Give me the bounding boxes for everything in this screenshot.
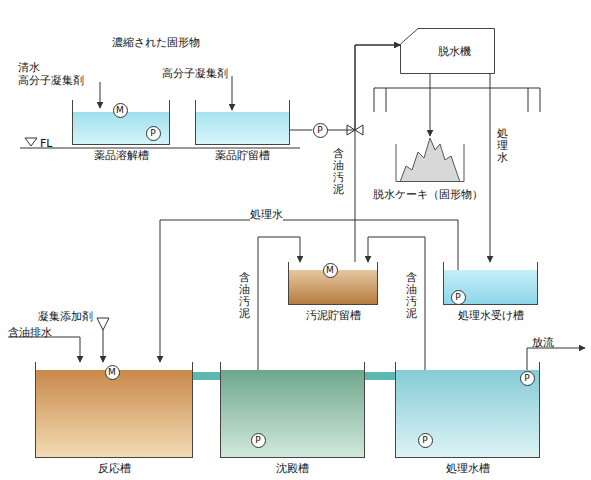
flow-line	[355, 45, 400, 262]
tank-name: 薬品溶解槽	[72, 148, 170, 163]
note-text: 凝集添加剤	[38, 310, 93, 323]
tank-name: 反応槽	[35, 461, 193, 476]
flow-text: 含油汚泥	[333, 148, 344, 196]
floor-line	[20, 148, 300, 149]
cake-name: 脱水ケーキ（固形物）	[372, 187, 484, 202]
flow-label: 含油汚泥	[406, 272, 417, 320]
equipment-letter: P	[252, 434, 265, 447]
machine-name: 脱水機	[438, 44, 471, 59]
tank: 薬品溶解槽 M P	[72, 100, 170, 163]
tank-wall	[195, 100, 290, 145]
tank: 薬品貯留槽	[195, 100, 290, 163]
equipment-circle: P	[520, 371, 535, 386]
flow-line	[490, 74, 491, 262]
input-arrow	[8, 337, 80, 362]
overflow-pipe	[365, 372, 395, 380]
tank: 反応槽 M	[35, 362, 193, 476]
cake-pile	[372, 136, 484, 182]
dewater-frame	[528, 88, 529, 112]
level-mark	[25, 138, 37, 146]
equipment-letter: P	[419, 434, 432, 447]
equipment-circle: P	[418, 433, 433, 448]
equipment-circle: M	[323, 263, 338, 278]
equipment-circle: M	[113, 103, 128, 118]
flow-line	[430, 74, 431, 136]
tank: 処理水受け槽 P	[443, 262, 538, 323]
tank-name: 処理水受け槽	[443, 308, 538, 323]
tank: 処理水槽 P P	[395, 362, 540, 476]
note-label: 凝集添加剤	[38, 305, 93, 324]
equipment-letter: P	[452, 291, 465, 304]
flow-label: 処理水	[497, 128, 508, 164]
flow-line	[160, 220, 458, 362]
equipment-letter: P	[314, 124, 327, 137]
tank-name: 汚泥貯留槽	[288, 308, 378, 323]
tank: 沈殿槽 P	[220, 362, 365, 476]
note-text: 含油排水	[8, 326, 52, 339]
equipment-letter: P	[521, 372, 534, 385]
equipment-circle: P	[313, 123, 328, 138]
note-text: 濃縮された固形物	[112, 36, 200, 49]
flow-line	[328, 45, 401, 130]
dewatered-cake: 脱水ケーキ（固形物）	[372, 136, 484, 202]
dewater-frame	[374, 88, 540, 112]
valve-symbol	[355, 125, 363, 135]
equipment-circle: M	[105, 365, 120, 380]
flow-label: 含油汚泥	[239, 272, 250, 320]
input-arrow	[100, 82, 101, 108]
equipment-circle: P	[451, 290, 466, 305]
tank: 汚泥貯留槽 M	[288, 262, 378, 323]
cake-bin	[396, 144, 464, 182]
equipment-letter: P	[147, 127, 160, 140]
flow-text: 含油汚泥	[406, 272, 417, 320]
dewater-frame	[386, 88, 387, 112]
tank-name: 沈殿槽	[220, 461, 365, 476]
flow-text: 処理水	[497, 128, 508, 164]
cake-pile	[400, 138, 460, 182]
equipment-letter: M	[324, 264, 337, 277]
note-label: FL	[40, 132, 52, 151]
note-label: 高分子凝集剤	[162, 62, 228, 81]
note-label: 清水	[18, 56, 40, 75]
flow-text: 処理水	[250, 208, 283, 221]
machine-outline	[401, 29, 495, 74]
tank-name: 薬品貯留槽	[195, 148, 290, 163]
tank-wall	[395, 362, 540, 458]
input-arrow	[232, 76, 233, 110]
note-label: 放流	[532, 331, 554, 350]
equipment-circle: P	[146, 126, 161, 141]
liquid	[196, 112, 289, 144]
flow-label: 含油汚泥	[333, 148, 344, 196]
liquid	[221, 370, 364, 457]
tank-name: 処理水槽	[395, 461, 540, 476]
note-label: 含油排水	[8, 321, 52, 340]
discharge-arrow	[527, 348, 585, 371]
input-arrow	[103, 330, 104, 362]
note-text: FL	[40, 137, 52, 150]
note-text: 清水	[18, 61, 40, 74]
dewatering-machine: 脱水機	[400, 28, 495, 74]
tank-wall	[220, 362, 365, 458]
equipment-circle: P	[251, 433, 266, 448]
flow-line	[290, 130, 313, 131]
note-text: 高分子凝集剤	[18, 74, 84, 87]
flow-label: 処理水	[250, 203, 283, 222]
liquid	[396, 370, 539, 457]
equipment-letter: M	[114, 104, 127, 117]
equipment-letter: M	[106, 366, 119, 379]
funnel-symbol	[97, 318, 109, 330]
overflow-pipe	[193, 372, 220, 380]
note-label: 濃縮された固形物	[112, 31, 200, 50]
flow-text: 含油汚泥	[239, 272, 250, 320]
note-text: 高分子凝集剤	[162, 67, 228, 80]
note-text: 放流	[532, 336, 554, 349]
liquid	[36, 370, 192, 457]
